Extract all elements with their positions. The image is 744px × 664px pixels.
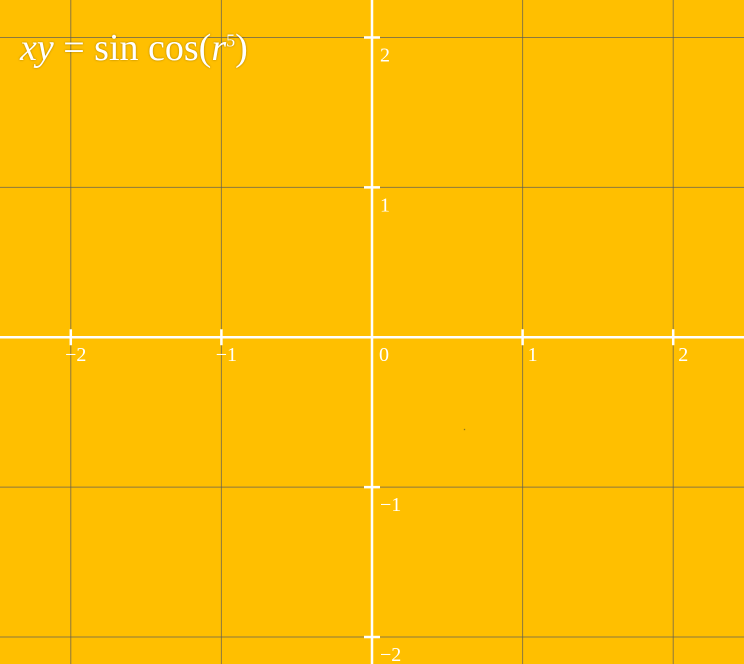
x-tick-label: 2 — [678, 344, 688, 366]
equation-title: xy = sin cos(r5) — [20, 26, 248, 70]
y-ticks: 2 1 −1 −2 — [364, 36, 401, 664]
x-tick-label: −1 — [216, 344, 237, 366]
equation-exponent: 5 — [226, 30, 236, 51]
y-tick-label: −2 — [380, 644, 401, 664]
equation-lhs: xy — [20, 27, 54, 69]
y-tick-label: 2 — [380, 44, 390, 66]
equation-func2: cos( — [148, 27, 212, 69]
y-tick-label: −1 — [380, 494, 401, 516]
x-tick-label: 0 — [379, 344, 389, 366]
x-tick-label: −2 — [65, 344, 86, 366]
x-ticks: −2 −1 0 1 2 — [65, 329, 688, 366]
equation-equals: = — [63, 27, 85, 69]
equation-func1: sin — [94, 27, 139, 69]
x-tick-label: 1 — [528, 344, 538, 366]
equation-var: r — [211, 27, 227, 69]
equation-close: ) — [235, 27, 248, 69]
y-tick-label: 1 — [380, 194, 390, 216]
